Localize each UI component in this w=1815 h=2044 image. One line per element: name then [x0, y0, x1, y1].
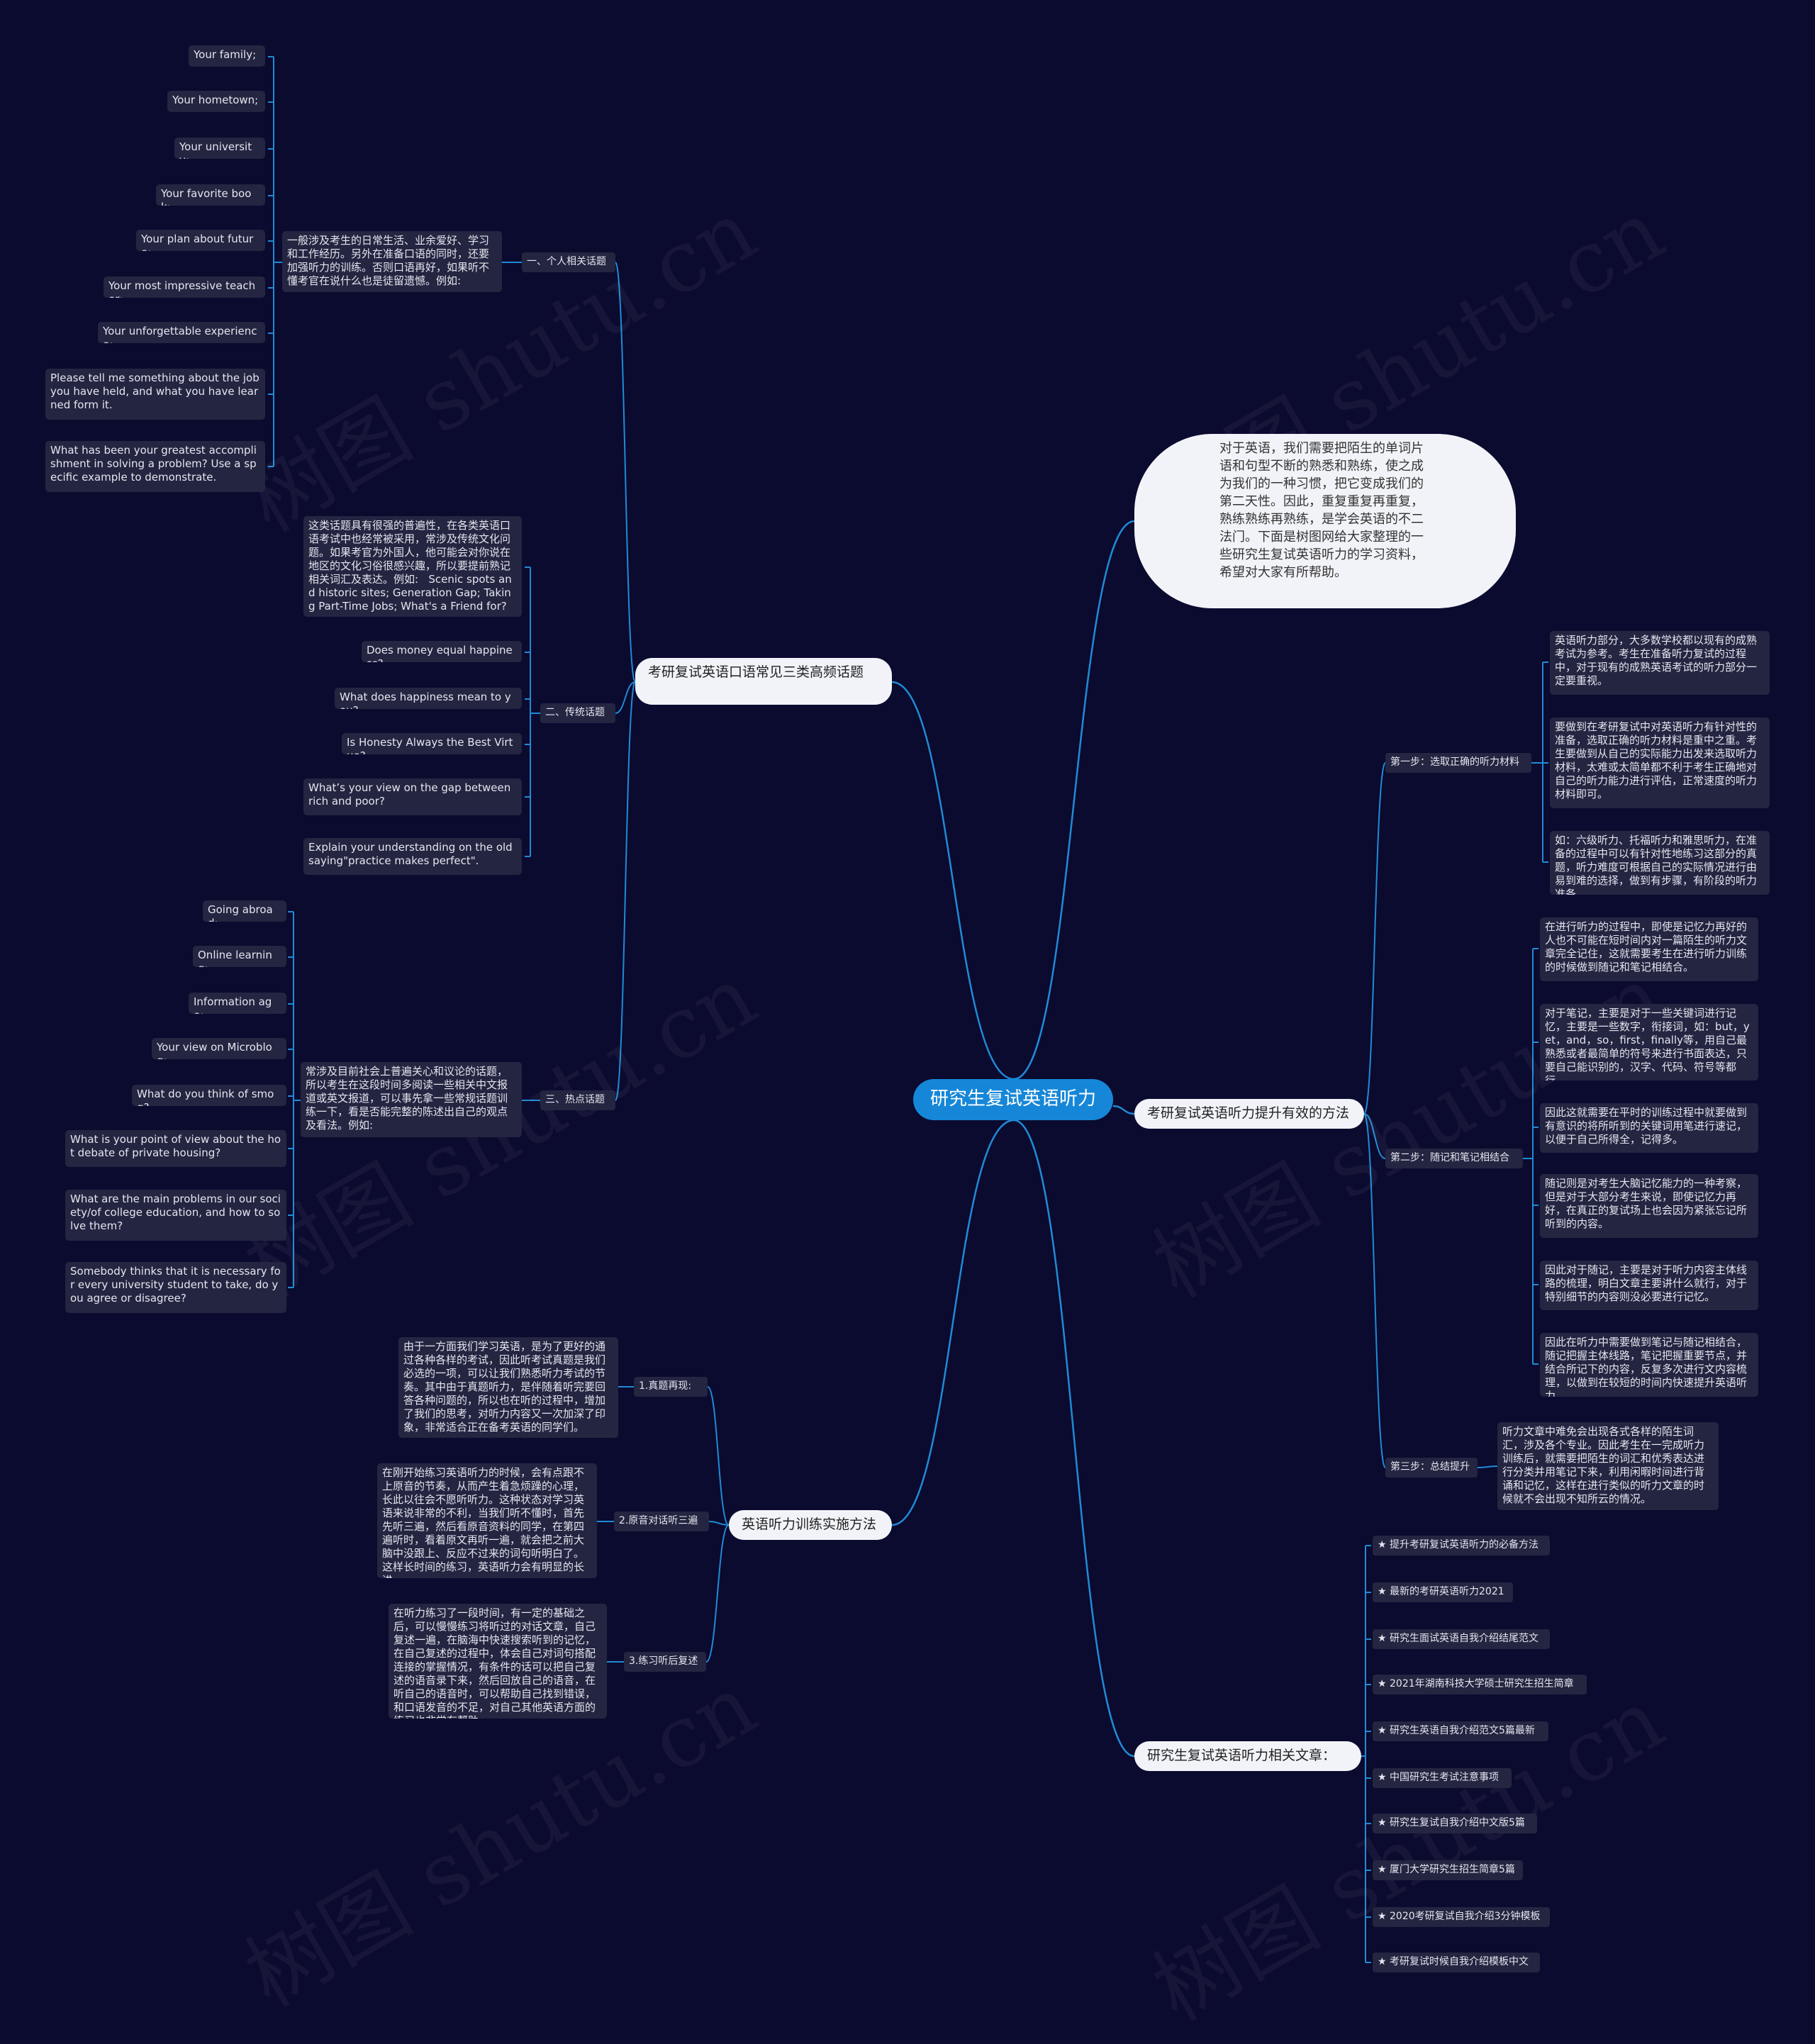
connector	[708, 1521, 730, 1526]
method-item: 在进行听力的过程中，即使是记忆力再好的人也不可能在短时间内对一篇陌生的听力文章完…	[1540, 917, 1758, 981]
hot-item: What are the main problems in our societ…	[65, 1190, 286, 1241]
connector	[1363, 1113, 1386, 1468]
personal-item: Your favorite book;	[156, 184, 265, 206]
topic-traditional-label[interactable]: 二、传统话题	[540, 703, 615, 723]
method-item: 要做到在考研复试中对英语听力有针对性的准备，选取正确的听力材料是重中之重。考生要…	[1550, 717, 1770, 808]
connector	[1013, 520, 1135, 1080]
traditional-item: Is Honesty Always the Best Virtue?	[342, 733, 522, 754]
method-step-label[interactable]: 第三步：总结提升	[1385, 1458, 1478, 1478]
personal-item: Your unforgettable experience;	[98, 322, 265, 343]
article-link[interactable]: ★ 考研复试时候自我介绍模板中文	[1373, 1953, 1540, 1972]
personal-item: Your most impressive teacher;	[104, 277, 265, 298]
method-item: 因此在听力中需要做到笔记与随记相结合，随记把握主体线路，笔记把握重要节点，并结合…	[1540, 1333, 1758, 1397]
method-item: 对于笔记，主要是对于一些关键词进行记忆，主要是一些数字，衔接词，如：but，ye…	[1540, 1004, 1758, 1080]
hot-item: What do you think of smog?	[132, 1085, 286, 1106]
topic-hot-desc: 常涉及目前社会上普遍关心和议论的话题，所以考生在这段时间多阅读一些相关中文报道或…	[301, 1062, 522, 1137]
intro-bubble[interactable]: 对于英语，我们需要把陌生的单词片语和句型不断的熟悉和熟练，使之成为我们的一种习惯…	[1134, 434, 1516, 608]
personal-item: Your university;	[174, 138, 265, 159]
method-item: 听力文章中难免会出现各式各样的陌生词汇，涉及各个专业。因此考生在一完成听力训练后…	[1497, 1422, 1719, 1510]
branch-articles[interactable]: 研究生复试英语听力相关文章：	[1134, 1741, 1361, 1771]
personal-item: What has been your greatest accomplishme…	[45, 441, 265, 492]
topic-personal-desc: 一般涉及考生的日常生活、业余爱好、学习和工作经历。另外在准备口语的同时，还要加强…	[282, 231, 502, 292]
training-step-label[interactable]: 2.原音对话听三遍	[614, 1512, 709, 1531]
hot-item: Going abroad;	[203, 900, 286, 922]
branch-methods[interactable]: 考研复试英语听力提升有效的方法	[1134, 1099, 1364, 1129]
connector	[1363, 1113, 1386, 1159]
training-step-text: 在听力练习了一段时间，有一定的基础之后，可以慢慢练习将听过的对话文章，自己复述一…	[389, 1604, 607, 1719]
traditional-item: What’s your view on the gap between rich…	[303, 778, 522, 815]
personal-item: Your hometown;	[167, 91, 265, 112]
traditional-item: Does money equal happiness?	[362, 641, 522, 662]
connector	[615, 681, 636, 1101]
article-link[interactable]: ★ 2020考研复试自我介绍3分钟模板	[1373, 1907, 1550, 1927]
article-link[interactable]: ★ 最新的考研英语听力2021	[1373, 1582, 1513, 1602]
article-link[interactable]: ★ 研究生复试自我介绍中文版5篇	[1373, 1814, 1537, 1833]
topic-hot-label[interactable]: 三、热点话题	[540, 1090, 615, 1110]
connector	[615, 681, 636, 714]
article-link[interactable]: ★ 厦门大学研究生招生简章5篇	[1373, 1860, 1523, 1880]
training-step-text: 由于一方面我们学习英语，是为了更好的通过各种各样的考试，因此听考试真题是我们必选…	[398, 1337, 618, 1438]
training-step-label[interactable]: 1.真题再现:	[634, 1377, 708, 1397]
hot-item: Information age;	[189, 993, 286, 1014]
traditional-item: Explain your understanding on the old sa…	[303, 838, 522, 875]
method-item: 因此对于随记，主要是对于听力内容主体线路的梳理，明白文章主要讲什么就行，对于特别…	[1540, 1261, 1758, 1310]
connector	[707, 1386, 730, 1526]
branch-training[interactable]: 英语听力训练实施方法	[729, 1510, 892, 1540]
method-step-label[interactable]: 第一步：选取正确的听力材料	[1385, 753, 1531, 773]
root-node[interactable]: 研究生复试英语听力	[913, 1079, 1113, 1120]
article-link[interactable]: ★ 2021年湖南科技大学硕士研究生招生简章	[1373, 1675, 1587, 1694]
hot-item: What is your point of view about the hot…	[65, 1130, 286, 1167]
method-item: 因此这就需要在平时的训练过程中就要做到有意识的将所听到的关键词用笔进行速记，以便…	[1540, 1103, 1758, 1153]
connector	[1013, 1119, 1135, 1758]
article-link[interactable]: ★ 研究生英语自我介绍范文5篇最新	[1373, 1721, 1548, 1741]
personal-item: Your family;	[189, 45, 265, 67]
article-link[interactable]: ★ 研究生面试英语自我介绍结尾范文	[1373, 1629, 1550, 1649]
hot-item: Your view on Microblog;	[152, 1038, 286, 1059]
hot-item: Somebody thinks that it is necessary for…	[65, 1262, 286, 1313]
method-step-label[interactable]: 第二步：随记和笔记相结合	[1385, 1149, 1523, 1168]
traditional-item: 这类话题具有很强的普遍性，在各类英语口语考试中也经常被采用，常涉及传统文化问题。…	[303, 516, 522, 617]
personal-item: Your plan about future;	[136, 230, 265, 251]
connector	[891, 1119, 1015, 1526]
connector	[891, 681, 1015, 1080]
training-step-label[interactable]: 3.练习听后复述	[624, 1652, 706, 1672]
connector	[1363, 762, 1386, 1115]
method-item: 如：六级听力、托福听力和雅思听力，在准备的过程中可以有针对性地练习这部分的真题，…	[1550, 831, 1770, 895]
connector	[1477, 1465, 1498, 1468]
article-link[interactable]: ★ 提升考研复试英语听力的必备方法	[1373, 1536, 1550, 1556]
connector	[615, 262, 636, 683]
method-item: 英语听力部分，大多数学校都以现有的成熟考试为参考。考生在准备听力复试的过程中，对…	[1550, 631, 1770, 695]
hot-item: Online learning;	[193, 946, 286, 967]
branch-topics[interactable]: 考研复试英语口语常见三类高频话题	[635, 658, 892, 705]
method-item: 随记则是对考生大脑记忆能力的一种考察，但是对于大部分考生来说，即使记忆力再好，在…	[1540, 1174, 1758, 1238]
training-step-text: 在刚开始练习英语听力的时候，会有点跟不上原音的节奏，从而产生着急烦躁的心理，长此…	[377, 1463, 597, 1578]
article-link[interactable]: ★ 中国研究生考试注意事项	[1373, 1768, 1512, 1788]
topic-personal-label[interactable]: 一、个人相关话题	[522, 252, 615, 272]
connector	[705, 1524, 730, 1663]
personal-item: Please tell me something about the job y…	[45, 369, 265, 420]
traditional-item: What does happiness mean to you?	[335, 688, 522, 709]
connector	[1112, 1105, 1135, 1115]
